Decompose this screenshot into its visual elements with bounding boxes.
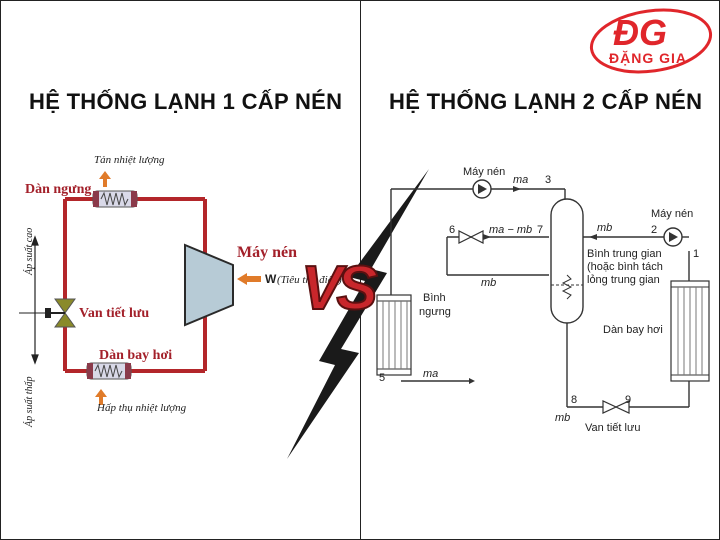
condenser-exchanger: [376, 294, 412, 376]
node-8: 8: [571, 394, 577, 406]
right-compressor-symbol: [663, 227, 683, 247]
logo-name: ĐẶNG GIA: [609, 50, 687, 66]
evaporator-label: Dàn bay hơi: [603, 324, 663, 336]
heat-absorb-label: Hấp thụ nhiệt lượng: [96, 402, 187, 414]
single-stage-diagram: Tản nhiệt lượng Dàn ngưng Áp suất cao Áp…: [19, 154, 342, 428]
flow-ma-minus-mb: ma − mb: [489, 224, 532, 236]
dang-gia-logo: ĐG ĐẶNG GIA: [589, 8, 713, 74]
heat-release-label: Tản nhiệt lượng: [94, 154, 165, 166]
node-2: 2: [651, 224, 657, 236]
low-pressure-label: Áp suất thấp: [23, 376, 35, 428]
flow-ma-bottom: ma: [423, 368, 438, 380]
vs-emblem: VS: [287, 169, 429, 459]
heat-release-arrow: [99, 171, 111, 187]
expansion-valve: [45, 298, 76, 328]
flow-mb-left: mb: [481, 277, 496, 289]
work-input-arrow: [237, 273, 261, 285]
node-1: 1: [693, 248, 699, 260]
condenser-line2: ngưng: [419, 306, 451, 318]
node-9: 9: [625, 394, 631, 406]
high-pressure-label: Áp suất cao: [23, 228, 35, 276]
node-7: 7: [537, 224, 543, 236]
heat-absorb-arrow: [95, 389, 107, 405]
top-compressor-label: Máy nén: [463, 166, 505, 178]
evaporator-label: Dàn bay hơi: [99, 348, 172, 363]
node-3: 3: [545, 174, 551, 186]
work-symbol: W: [265, 272, 277, 286]
intermediate-line3: lỏng trung gian: [587, 274, 660, 286]
right-title: HỆ THỐNG LẠNH 2 CẤP NÉN: [389, 89, 703, 114]
work-text: (Tiêu thụ điện): [277, 274, 342, 286]
compressor-label: Máy nén: [237, 244, 297, 261]
left-title: HỆ THỐNG LẠNH 1 CẤP NÉN: [29, 89, 343, 114]
node-6: 6: [449, 224, 455, 236]
piping-lines: [390, 188, 690, 408]
evaporator-coil: [86, 362, 132, 380]
valve-6-7: [458, 230, 484, 244]
valve-label: Van tiết lưu: [585, 422, 640, 434]
intermediate-line1: Bình trung gian: [587, 248, 662, 260]
valve-label: Van tiết lưu: [79, 306, 149, 321]
condenser-line1: Bình: [423, 292, 446, 304]
node-5: 5: [379, 372, 385, 384]
condenser-label: Dàn ngưng: [25, 182, 91, 197]
condenser-coil: [92, 190, 138, 208]
compressor-symbol: [184, 243, 234, 327]
top-compressor-symbol: [472, 179, 492, 199]
two-stage-diagram: Máy nén Máy nén Bình trung gian (hoặc bì…: [376, 166, 710, 434]
flow-ma-top: ma: [513, 174, 528, 186]
right-compressor-label: Máy nén: [651, 208, 693, 220]
evaporator-exchanger: [670, 280, 710, 382]
logo-mark: ĐG: [613, 12, 667, 53]
intermediate-vessel: [550, 198, 584, 324]
flow-arrows: [469, 186, 597, 384]
flow-mb-right: mb: [597, 222, 612, 234]
flow-mb-bottom: mb: [555, 412, 570, 424]
valve-8-9: [602, 400, 630, 414]
vs-text: VS: [301, 254, 377, 323]
intermediate-line2: (hoặc bình tách: [587, 261, 663, 273]
